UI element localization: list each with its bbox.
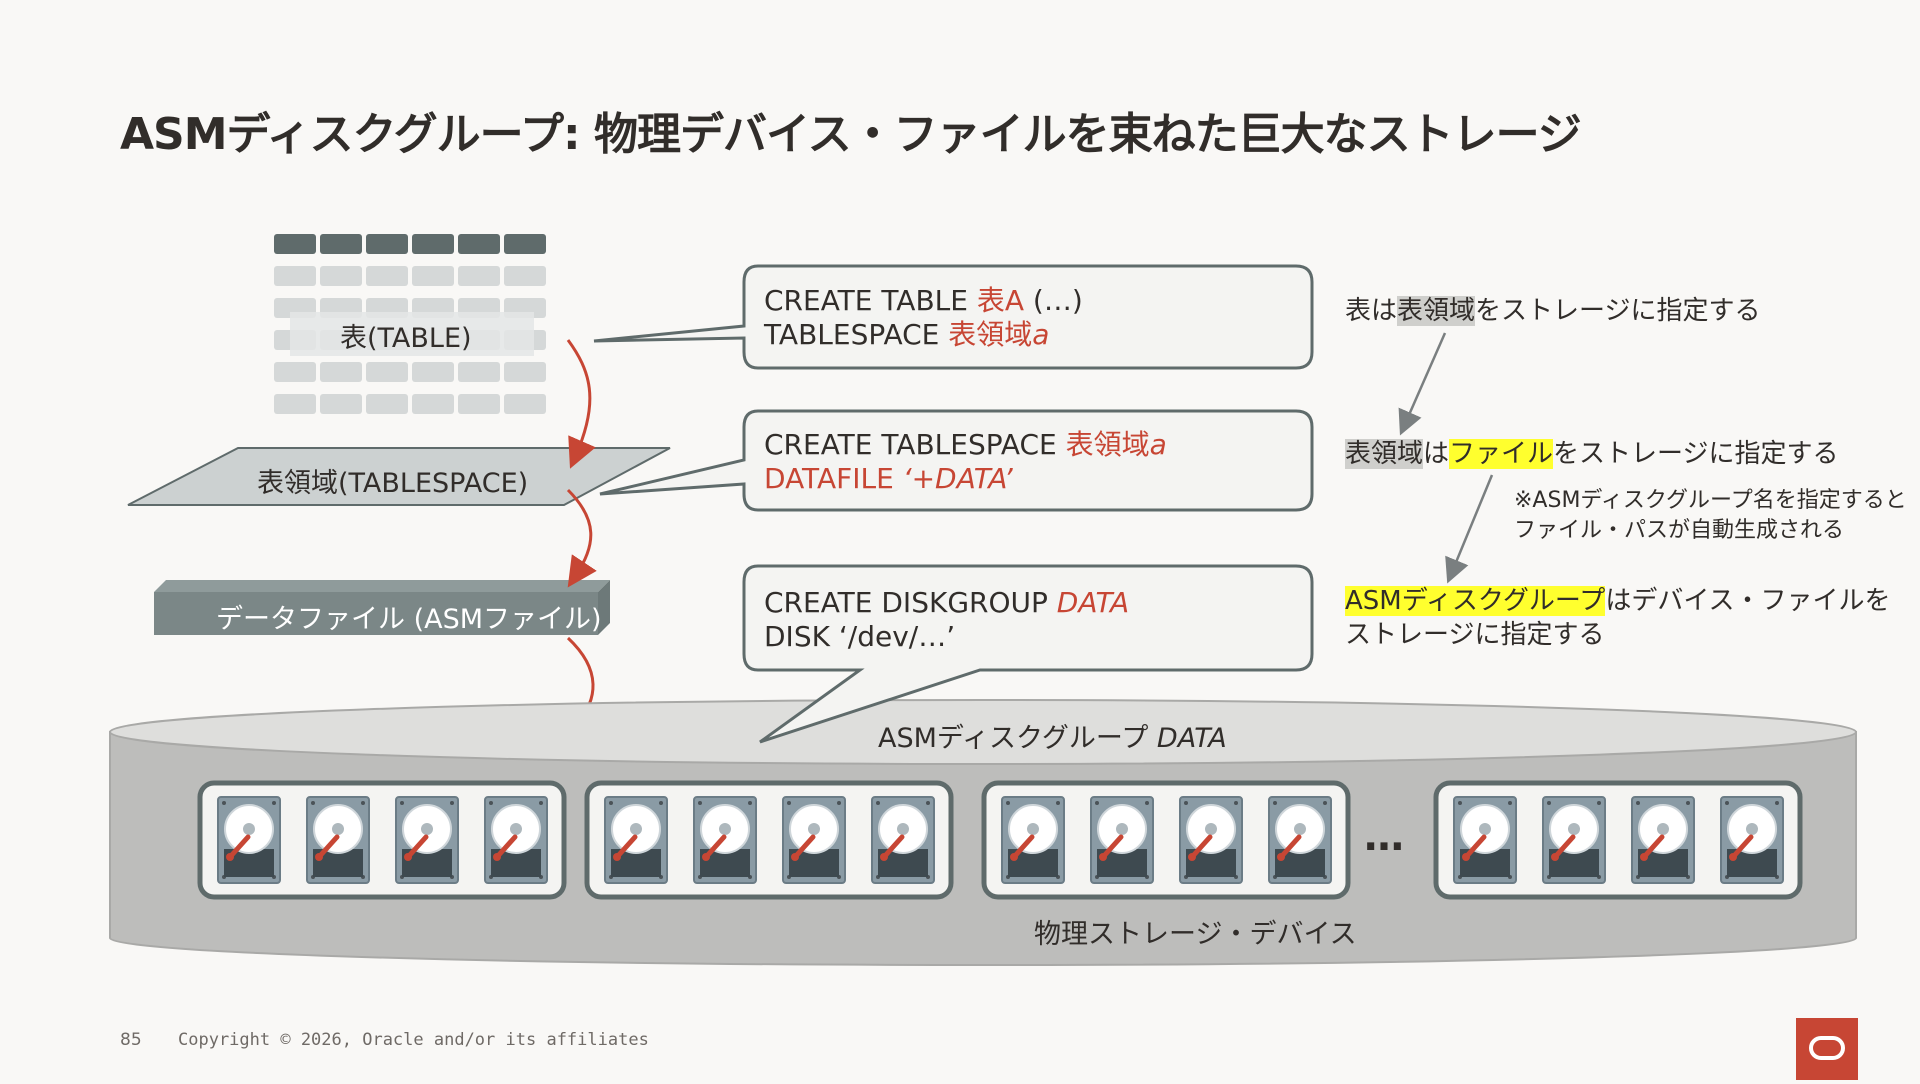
tablespace-label: 表領域(TABLESPACE): [257, 468, 529, 499]
disk-enclosure-3: [981, 780, 1351, 900]
disk-enclosure-4: [1433, 780, 1803, 900]
note-table: 表は表領域をストレージに指定する: [1345, 296, 1761, 326]
physical-devices-label: 物理ストレージ・デバイス: [1034, 919, 1357, 950]
callout-1-text: CREATE TABLE 表A (…) TABLESPACE 表領域a: [764, 284, 1083, 351]
diskgroup-label: ASMディスクグループ DATA: [878, 723, 1227, 754]
tablespace-shape: [127, 447, 671, 506]
note-tablespace-sub: ※ASMディスクグループ名を指定すると ファイル・パスが自動生成される: [1514, 488, 1907, 543]
table-label: 表(TABLE): [340, 323, 472, 354]
oracle-logo-icon: [1796, 1018, 1858, 1080]
red-arrow-2: [566, 488, 597, 588]
table-grid-icon: [274, 234, 546, 414]
disk-enclosure-2: [584, 780, 954, 900]
callout-bubble-1: [593, 264, 1314, 370]
note-diskgroup: ASMディスクグループはデバイス・ファイルを ストレージに指定する: [1345, 586, 1891, 650]
copyright-text: Copyright © 2026, Oracle and/or its affi…: [178, 1030, 649, 1050]
disk-enclosure-1: [197, 780, 567, 900]
note-tablespace: 表領域はファイルをストレージに指定する: [1345, 439, 1839, 469]
callout-3-text: CREATE DISKGROUP DATA DISK ‘/dev/…’: [764, 586, 1130, 653]
red-arrow-1: [566, 339, 596, 469]
gray-arrow-2: [1445, 474, 1494, 584]
datafile-label: データファイル (ASMファイル): [216, 604, 602, 635]
callout-bubble-3: [742, 564, 1314, 744]
gray-arrow-1: [1398, 332, 1447, 436]
callout-bubble-2: [599, 409, 1314, 512]
page-number: 85: [120, 1030, 142, 1050]
callout-2-text: CREATE TABLESPACE 表領域a DATAFILE ‘+DATA’: [764, 428, 1167, 495]
ellipsis-label: …: [1364, 814, 1404, 860]
datafile-shape: [154, 580, 610, 635]
page-title: ASMディスクグループ: 物理デバイス・ファイルを束ねた巨大なストレージ: [120, 109, 1582, 160]
